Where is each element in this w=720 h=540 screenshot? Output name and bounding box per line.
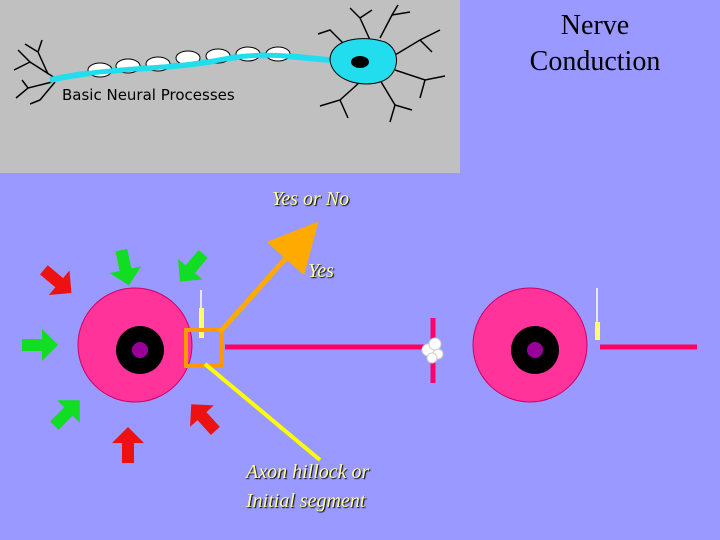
title-line-2: Conduction [529, 46, 661, 77]
axon-hillock-box [184, 328, 224, 368]
input-arrows [22, 248, 220, 463]
label-axon-hillock: Axon hillock or Initial segment [246, 458, 369, 516]
banner-caption: Basic Neural Processes [62, 86, 235, 104]
banner-neuron-illustration [13, 4, 446, 123]
banner-axon-terminals [13, 39, 56, 105]
excitatory-arrow-upper-right [178, 250, 208, 282]
nucleolus-1 [132, 342, 148, 358]
label-yes: Yes [308, 260, 334, 282]
hillock-pointer-line [203, 362, 322, 462]
excitatory-arrow-top [109, 248, 142, 286]
banner-nucleus [351, 56, 369, 68]
inhibitory-arrow-lower-right [190, 404, 220, 435]
inhibitory-arrow-bottom [112, 427, 144, 463]
neuron-2 [472, 287, 588, 403]
banner-dendrites [317, 4, 446, 123]
excitatory-arrow-left [22, 329, 58, 361]
inhibitory-arrow-upper-left [40, 265, 72, 295]
electrode-2 [595, 288, 600, 340]
label-axon-hillock-line-1: Axon hillock or [246, 461, 370, 483]
title-line-1: Nerve [560, 10, 630, 41]
label-axon-hillock-line-2: Initial segment [246, 490, 366, 512]
neuron-banner: Basic Neural Processes [0, 0, 460, 173]
excitatory-arrow-lower-left [50, 400, 80, 430]
output-arrow [218, 221, 319, 334]
slide-title: Nerve Conduction [500, 8, 690, 80]
banner-axon [49, 46, 341, 83]
label-yes-or-no: Yes or No [272, 188, 350, 210]
neuron-1 [77, 287, 193, 403]
electrode-1 [199, 290, 204, 338]
nucleolus-2 [527, 342, 543, 358]
synaptic-terminal [421, 318, 444, 383]
